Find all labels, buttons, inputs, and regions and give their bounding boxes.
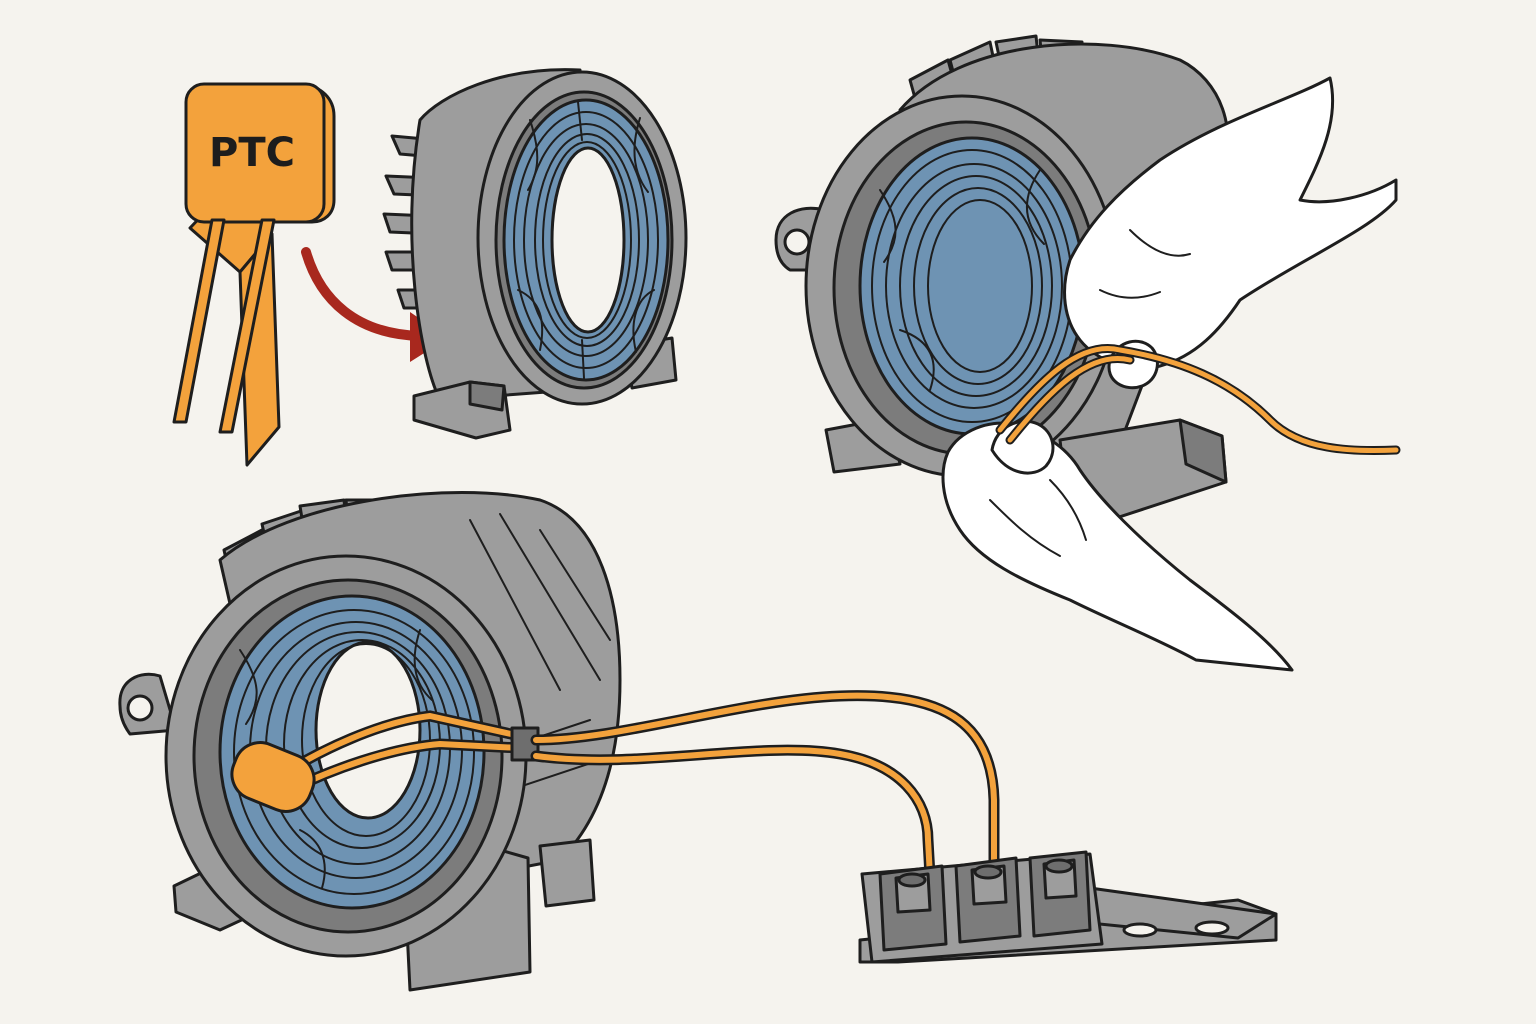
motor-stator-panel1 <box>382 68 688 440</box>
ptc-label: PTC <box>209 130 295 176</box>
ptc-thermistor: PTC <box>172 82 336 467</box>
ptc-cable <box>530 690 1000 882</box>
ptc-wire-panel2 <box>995 344 1401 456</box>
motor-stator-panel3 <box>118 491 622 992</box>
motor-stator-panel2 <box>774 34 1401 672</box>
installed-ptc-thermistor <box>230 710 526 813</box>
terminal-block-icon <box>858 850 1278 964</box>
